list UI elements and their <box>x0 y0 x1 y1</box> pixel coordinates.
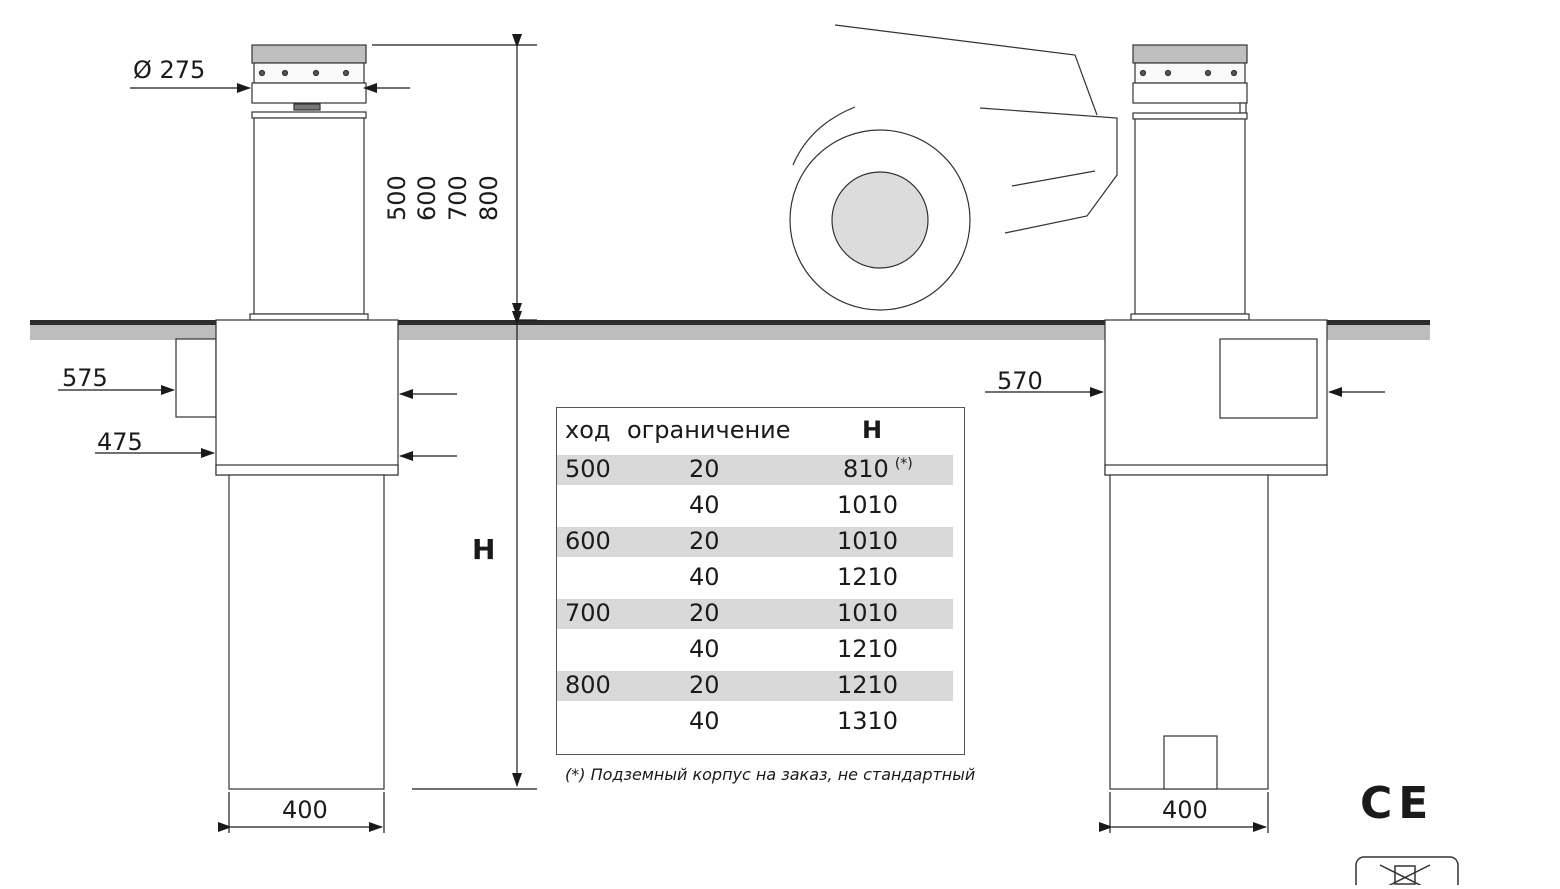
table-row: 600 20 1010 <box>557 527 953 557</box>
dimension-lines <box>58 34 1385 833</box>
table-row: 40 1310 <box>689 707 899 735</box>
h-dimension-label: H <box>472 533 496 566</box>
right-width-label: 400 <box>1162 796 1208 824</box>
left-box-side-label: 575 <box>62 364 108 392</box>
table-row: 40 1210 <box>689 635 899 663</box>
table-footnote: (*) Подземный корпус на заказ, не станда… <box>565 765 976 784</box>
table-row: 40 1010 <box>689 491 899 519</box>
table-header-stroke: ход <box>565 416 611 444</box>
table-row: 40 1210 <box>689 563 899 591</box>
stroke-label-600: 600 <box>413 175 441 221</box>
vehicle-outline <box>789 24 1118 311</box>
right-bollard <box>1104 44 1328 790</box>
stroke-label-500: 500 <box>383 175 411 221</box>
weee-bin-icon <box>1355 856 1459 889</box>
left-box-lower-label: 475 <box>97 428 143 456</box>
ce-mark: CE <box>1360 778 1435 829</box>
footnote-marker: (*) <box>894 456 913 472</box>
diameter-label: Ø 275 <box>133 56 206 84</box>
table-row: 700 20 1010 <box>557 599 953 629</box>
table-row: 500 20 810(*) <box>557 455 953 485</box>
right-box-side-label: 570 <box>997 367 1043 395</box>
stroke-label-800: 800 <box>475 175 503 221</box>
table-header-h: H <box>862 416 883 444</box>
table-header-limit: ограничение <box>627 416 791 444</box>
left-bollard <box>175 44 399 790</box>
stroke-label-700: 700 <box>444 175 472 221</box>
spec-table <box>556 407 965 755</box>
left-width-label: 400 <box>282 796 328 824</box>
table-row: 800 20 1210 <box>557 671 953 701</box>
